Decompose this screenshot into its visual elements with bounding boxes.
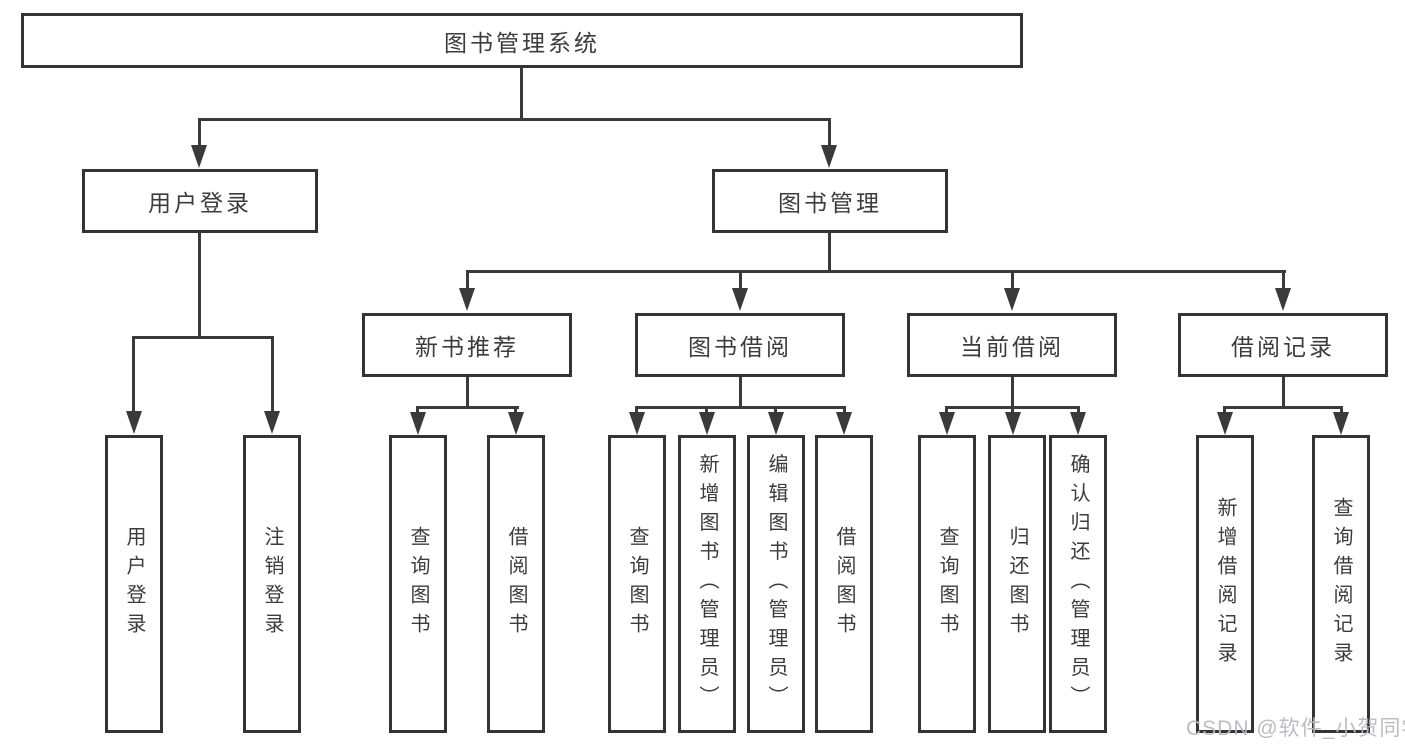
leaf-label: 编辑图书（管理员） — [765, 453, 787, 715]
edge-arrow-icon — [699, 412, 715, 435]
edge-arrow-icon — [126, 411, 142, 434]
leaf-label: 借阅图书 — [505, 526, 527, 642]
leaf-logout: 注销登录 — [243, 435, 301, 733]
leaf-label: 注销登录 — [261, 526, 283, 642]
edge-arrow-icon — [459, 288, 475, 311]
edge-line — [520, 68, 523, 120]
edge-arrow-icon — [264, 411, 280, 434]
edge-arrow-icon — [1217, 412, 1233, 435]
edge-line — [635, 406, 638, 416]
edge-line — [416, 406, 519, 409]
edge-line — [1223, 406, 1226, 416]
edge-line — [132, 336, 274, 339]
edge-arrow-icon — [629, 412, 645, 435]
edge-line — [945, 406, 948, 416]
edge-arrow-icon — [939, 412, 955, 435]
csdn-watermark: CSDN @软件_小贺同学 — [1186, 717, 1405, 740]
leaf-label: 新增借阅记录 — [1214, 497, 1236, 671]
edge-arrow-icon — [1333, 412, 1349, 435]
edge-line — [466, 377, 469, 409]
leaf-label: 用户登录 — [123, 526, 145, 642]
leaf-add-books-admin: 新增图书（管理员） — [678, 435, 736, 733]
edge-line — [1011, 377, 1014, 409]
edge-line — [705, 406, 708, 416]
edge-line — [198, 118, 201, 148]
edge-arrow-icon — [821, 145, 837, 168]
edge-line — [1340, 406, 1343, 416]
node-borrowing-records: 借阅记录 — [1178, 313, 1388, 377]
edge-arrow-icon — [1005, 412, 1021, 435]
leaf-query-books-recommend: 查询图书 — [389, 435, 447, 733]
leaf-query-borrow-record: 查询借阅记录 — [1312, 435, 1370, 733]
edge-line — [416, 406, 419, 416]
edge-line — [828, 233, 831, 273]
edge-line — [271, 336, 274, 412]
leaf-label: 查询图书 — [626, 526, 648, 642]
leaf-label: 查询借阅记录 — [1330, 497, 1352, 671]
leaf-label: 借阅图书 — [833, 526, 855, 642]
edge-line — [739, 377, 742, 409]
leaf-label: 查询图书 — [936, 526, 958, 642]
edge-arrow-icon — [836, 412, 852, 435]
edge-line — [1011, 270, 1014, 290]
edge-line — [514, 406, 517, 416]
edge-line — [466, 270, 1286, 273]
edge-line — [466, 270, 469, 290]
leaf-label: 查询图书 — [407, 526, 429, 642]
edge-arrow-icon — [410, 412, 426, 435]
edge-arrow-icon — [1275, 288, 1291, 311]
edge-line — [1077, 406, 1080, 416]
node-current-borrowing: 当前借阅 — [907, 313, 1117, 377]
edge-line — [828, 118, 831, 148]
node-library-system: 图书管理系统 — [21, 13, 1023, 68]
node-user-login: 用户登录 — [82, 169, 318, 233]
leaf-confirm-return-admin: 确认归还（管理员） — [1049, 435, 1107, 733]
leaf-add-borrow-record: 新增借阅记录 — [1196, 435, 1254, 733]
edge-line — [635, 406, 846, 409]
edge-arrow-icon — [508, 412, 524, 435]
leaf-query-books-current: 查询图书 — [918, 435, 976, 733]
node-new-book-recommend: 新书推荐 — [362, 313, 572, 377]
leaf-label: 归还图书 — [1006, 526, 1028, 642]
edge-line — [1223, 406, 1343, 409]
leaf-label: 新增图书（管理员） — [696, 453, 718, 715]
leaf-query-books-borrowing: 查询图书 — [608, 435, 666, 733]
edge-arrow-icon — [1004, 288, 1020, 311]
leaf-user-login: 用户登录 — [105, 435, 163, 733]
edge-arrow-icon — [768, 412, 784, 435]
edge-arrow-icon — [1070, 412, 1086, 435]
edge-line — [198, 233, 201, 339]
edge-arrow-icon — [732, 288, 748, 311]
edge-line — [774, 406, 777, 416]
leaf-return-books: 归还图书 — [988, 435, 1046, 733]
edge-line — [843, 406, 846, 416]
leaf-borrow-books-recommend: 借阅图书 — [487, 435, 545, 733]
leaf-borrow-books: 借阅图书 — [815, 435, 873, 733]
leaf-label: 确认归还（管理员） — [1067, 453, 1089, 715]
node-book-management: 图书管理 — [712, 169, 948, 233]
leaf-edit-books-admin: 编辑图书（管理员） — [747, 435, 805, 733]
edge-line — [1282, 270, 1285, 290]
edge-line — [739, 270, 742, 290]
node-book-borrowing: 图书借阅 — [635, 313, 845, 377]
edge-line — [1011, 406, 1014, 416]
edge-line — [1282, 377, 1285, 409]
edge-arrow-icon — [191, 145, 207, 168]
edge-line — [132, 336, 135, 412]
edge-line — [198, 118, 831, 121]
